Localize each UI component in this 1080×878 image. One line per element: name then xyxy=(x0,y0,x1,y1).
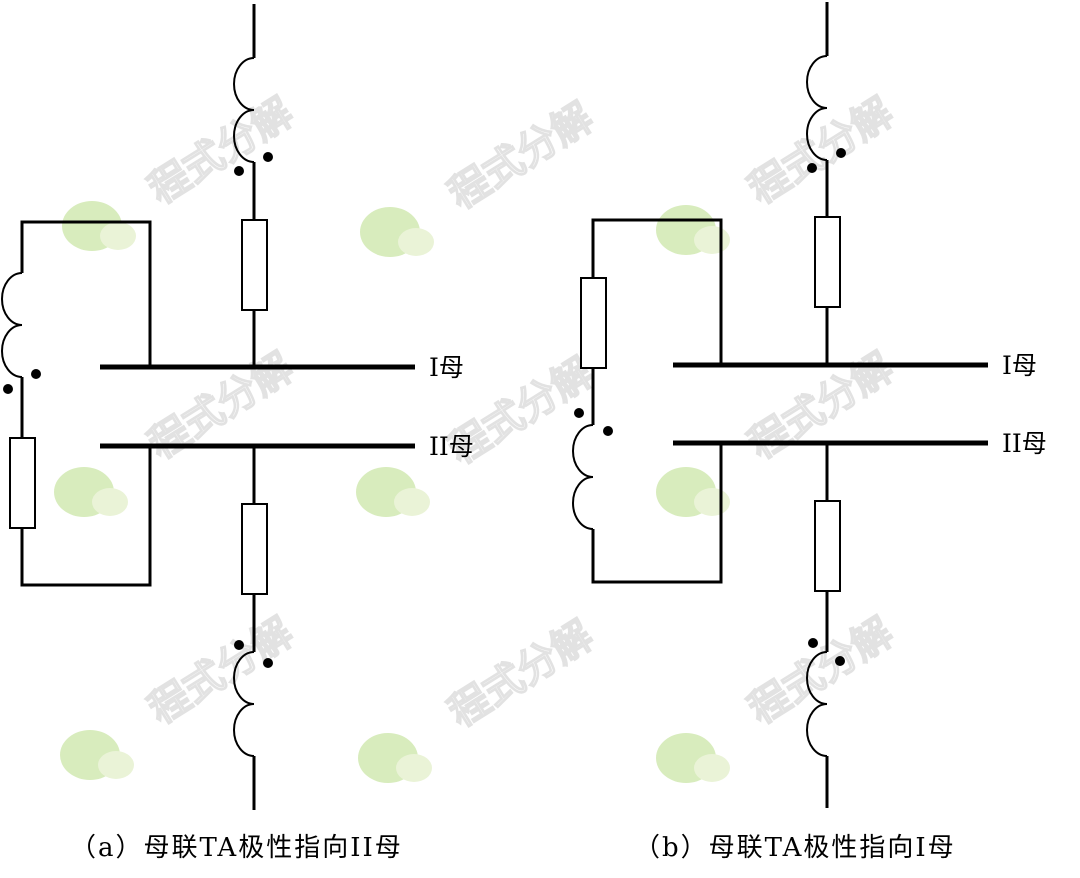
watermark-text: 程式分解 xyxy=(741,610,901,734)
ct-coil xyxy=(233,57,255,163)
watermark-icon xyxy=(54,467,128,517)
feeder-bottom-b xyxy=(806,443,845,808)
coupler-wire-bottom xyxy=(20,446,152,587)
watermark-text: 程式分解 xyxy=(141,90,301,214)
ct-coil xyxy=(806,55,828,161)
polarity-dot xyxy=(603,426,613,436)
polarity-dot xyxy=(263,152,273,162)
coupler-breaker xyxy=(580,277,607,369)
coupler-wire-top xyxy=(591,218,723,365)
watermark-layer: 程式分解 程式分解 程式分解 程式分解 程式分解 程式分解 程式分解 程式分解 … xyxy=(54,89,902,783)
bus-coupler-a xyxy=(1,220,152,587)
coupler-breaker xyxy=(9,437,36,529)
watermark-text: 程式分解 xyxy=(141,345,301,469)
polarity-dot xyxy=(234,640,244,650)
feeder-bottom-a xyxy=(233,446,273,810)
bus-2-label: II母 xyxy=(429,432,474,461)
watermark-icon xyxy=(656,467,730,517)
watermark-icon xyxy=(360,207,434,257)
polarity-dot xyxy=(31,369,41,379)
caption-b: （b）母联TA极性指向I母 xyxy=(634,833,956,863)
watermark-icon xyxy=(656,205,730,255)
polarity-dot xyxy=(807,163,817,173)
breaker xyxy=(241,503,268,595)
coupler-wire-bottom xyxy=(591,443,723,584)
polarity-dot xyxy=(234,166,244,176)
breaker xyxy=(814,216,841,308)
bus-coupler-b xyxy=(572,218,723,584)
ct-coil xyxy=(806,651,828,757)
polarity-dot xyxy=(836,148,846,158)
watermark-text: 程式分解 xyxy=(141,610,301,734)
watermark-icon xyxy=(62,201,136,251)
watermark-icon xyxy=(656,733,730,783)
coupler-wire-top xyxy=(20,220,152,367)
diagram-b: I母 II母 （b）母联TA极性指向I母 xyxy=(572,2,1047,863)
polarity-dot xyxy=(263,658,273,668)
caption-a: （a）母联TA极性指向II母 xyxy=(70,833,403,863)
polarity-dot xyxy=(574,408,584,418)
feeder-top-a xyxy=(233,4,273,367)
bus-2-label: II母 xyxy=(1002,429,1047,458)
feeder-top-b xyxy=(806,2,846,365)
watermark-icon xyxy=(60,730,134,780)
watermark-text: 程式分解 xyxy=(441,613,601,737)
polarity-dot xyxy=(835,656,845,666)
polarity-dot xyxy=(808,638,818,648)
diagram-a: I母 II母 （a）母联TA极性指向II母 xyxy=(1,4,474,863)
watermark-icon xyxy=(358,733,432,783)
ct-coil xyxy=(1,272,23,378)
bus-1-label: I母 xyxy=(1002,351,1037,380)
ct-coil xyxy=(572,424,594,530)
breaker xyxy=(814,500,841,592)
polarity-dot xyxy=(3,384,13,394)
watermark-icon xyxy=(356,467,430,517)
breaker xyxy=(241,219,268,311)
watermark-text: 程式分解 xyxy=(441,95,601,219)
bus-1-label: I母 xyxy=(429,353,464,382)
ct-coil xyxy=(233,651,255,757)
